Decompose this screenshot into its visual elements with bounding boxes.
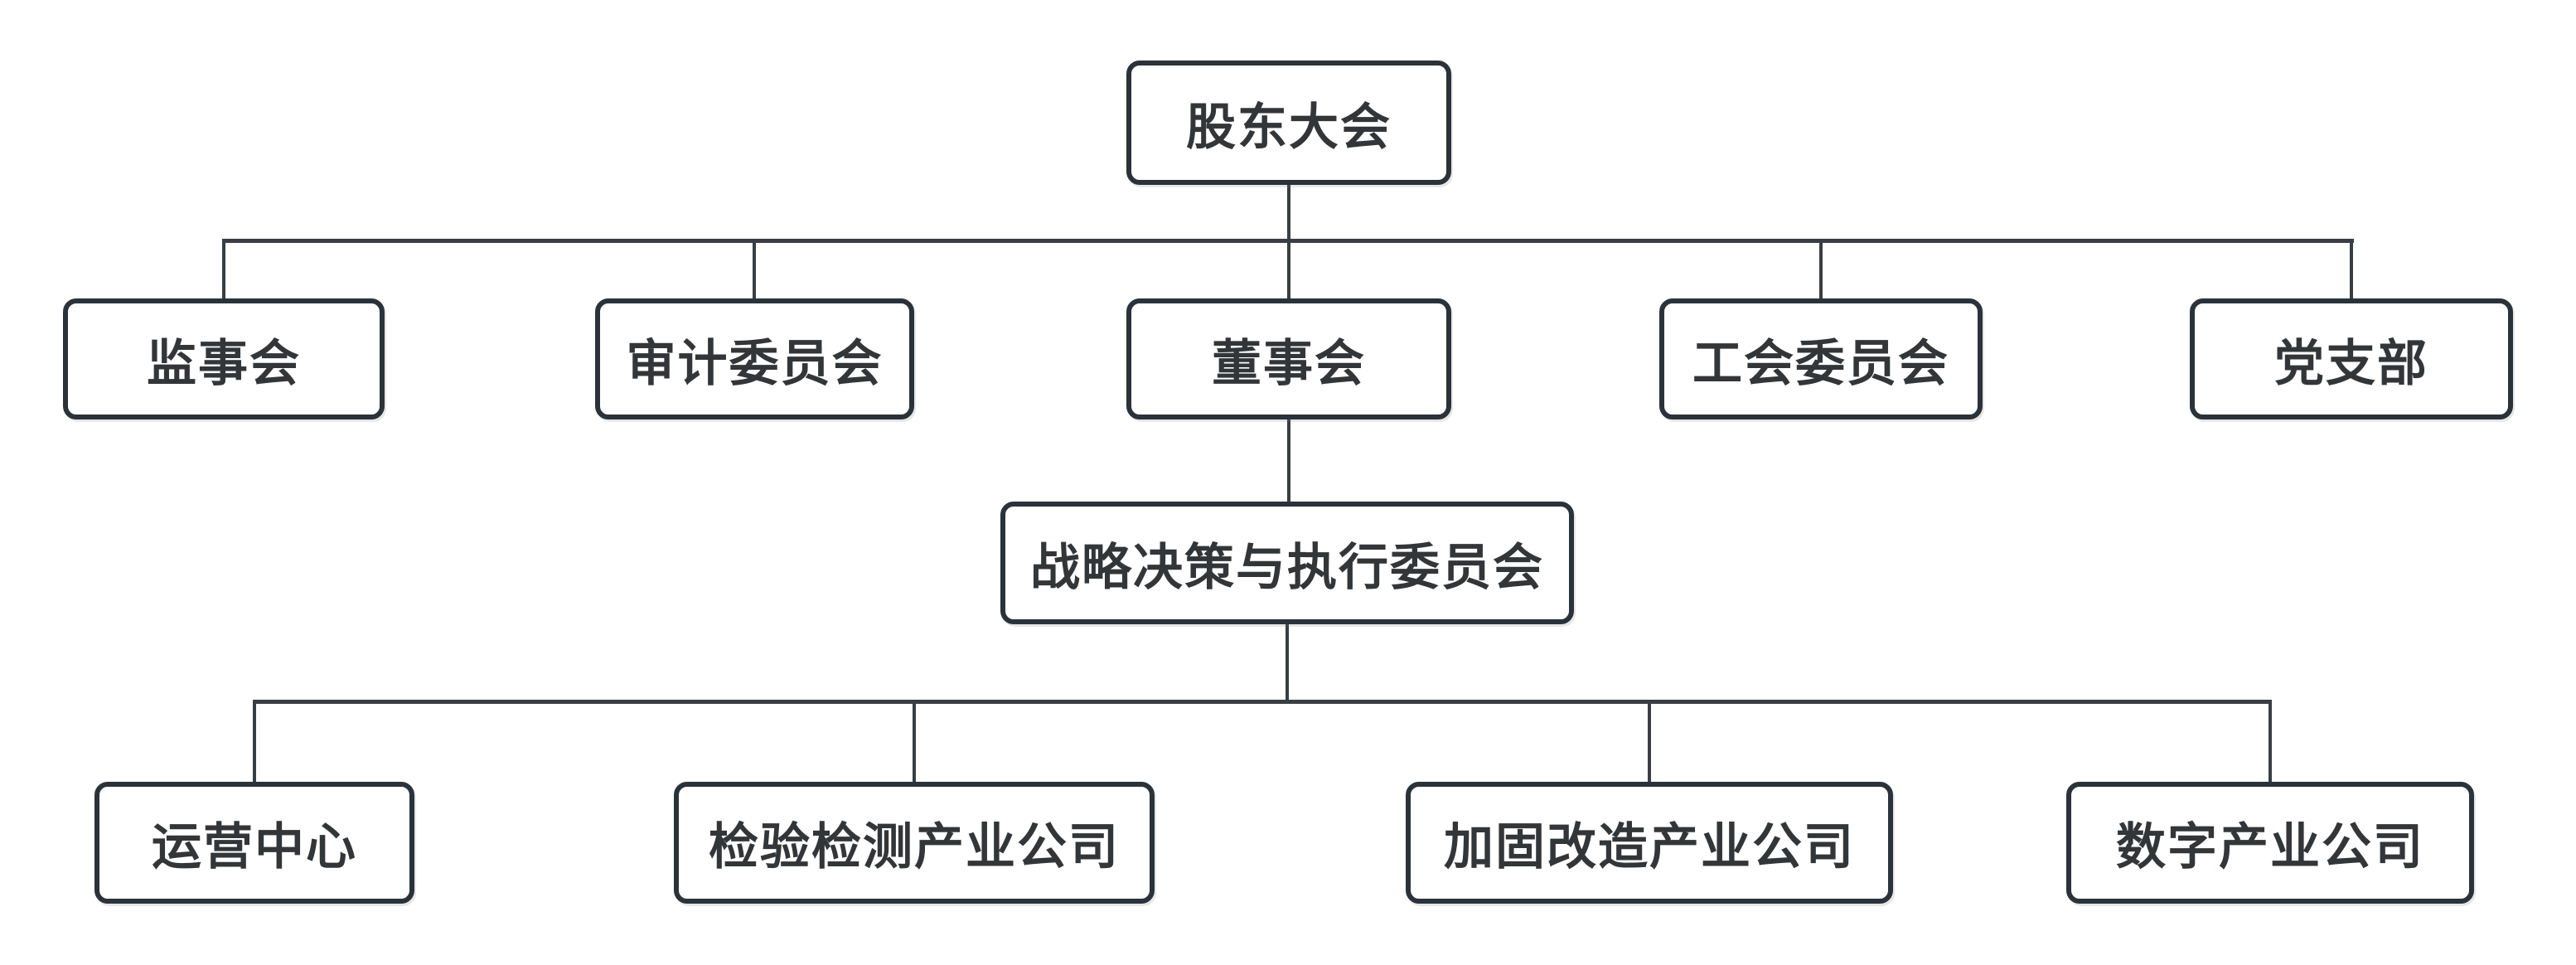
connector-board-strategy: [1287, 418, 1290, 505]
org-node-strategy-committee: 战略决策与执行委员会: [1000, 502, 1574, 624]
connector-drop-board: [1287, 239, 1290, 302]
connector-shareholders-bus: [1287, 183, 1290, 241]
org-node-digital-company-label: 数字产业公司: [2116, 819, 2424, 875]
connector-drop-union: [1819, 239, 1823, 302]
org-node-union-committee-label: 工会委员会: [1692, 335, 1949, 391]
org-node-strategy-committee-label: 战略决策与执行委员会: [1030, 539, 1544, 595]
connector-drop-party: [2350, 239, 2353, 302]
org-node-party-branch-label: 党支部: [2274, 335, 2428, 391]
org-node-audit-committee-label: 审计委员会: [626, 335, 884, 391]
org-node-board-of-directors-label: 董事会: [1212, 335, 1366, 391]
org-node-digital-company: 数字产业公司: [2066, 782, 2474, 904]
org-node-audit-committee: 审计委员会: [595, 298, 914, 419]
connector-bus-row4: [253, 700, 2272, 704]
connector-drop-operations: [253, 700, 256, 785]
org-node-shareholders-label: 股东大会: [1186, 99, 1392, 155]
connector-drop-supervisory: [222, 239, 225, 302]
org-node-supervisory-board-label: 监事会: [147, 335, 301, 391]
org-node-inspection-company: 检验检测产业公司: [674, 782, 1155, 904]
org-node-operations-center: 运营中心: [94, 782, 414, 904]
connector-drop-inspection: [913, 700, 916, 785]
org-node-shareholders: 股东大会: [1126, 61, 1451, 185]
connector-drop-reinforcement: [1648, 700, 1651, 785]
connector-drop-digital: [2269, 700, 2272, 785]
org-node-union-committee: 工会委员会: [1659, 298, 1983, 419]
org-node-board-of-directors: 董事会: [1126, 298, 1451, 419]
org-node-reinforcement-company-label: 加固改造产业公司: [1444, 819, 1855, 875]
org-node-reinforcement-company: 加固改造产业公司: [1406, 782, 1893, 904]
org-node-party-branch: 党支部: [2190, 298, 2513, 419]
org-node-supervisory-board: 监事会: [63, 298, 385, 419]
org-node-operations-center-label: 运营中心: [152, 819, 357, 875]
connector-strategy-bus: [1286, 623, 1289, 701]
org-node-inspection-company-label: 检验检测产业公司: [709, 819, 1120, 875]
connector-drop-audit: [753, 239, 756, 302]
